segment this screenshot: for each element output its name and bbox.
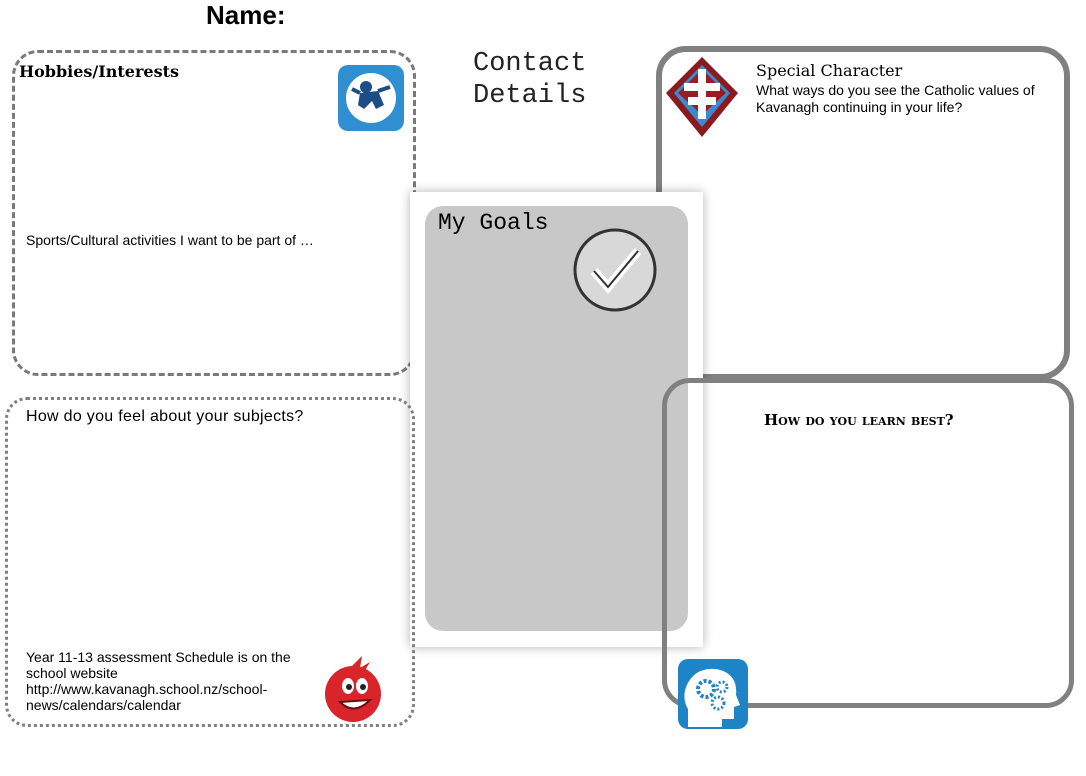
head-gears-icon [678, 659, 748, 729]
assessment-note: Year 11-13 assessment Schedule is on the… [26, 649, 326, 713]
learn-best-title: How do you learn best? [764, 411, 954, 429]
subjects-box [5, 397, 415, 727]
hobbies-title: Hobbies/Interests [19, 62, 179, 81]
assessment-link[interactable]: http://www.kavanagh.school.nz/school-new… [26, 681, 268, 713]
contact-line: Contact [473, 49, 587, 79]
contact-details-heading: Contact Details [473, 48, 586, 112]
learn-best-box [662, 378, 1074, 708]
special-character-question: What ways do you see the Catholic values… [756, 82, 1035, 115]
assessment-text: Year 11-13 assessment Schedule is on the… [26, 649, 291, 681]
subjects-question: How do you feel about your subjects? [26, 408, 304, 425]
contact-line: Details [473, 81, 587, 111]
red-mascot-icon [322, 656, 384, 724]
goals-title: My Goals [438, 210, 549, 236]
special-character-title: Special Character [756, 61, 903, 80]
school-crest-icon [664, 55, 740, 139]
checkmark-icon [570, 225, 660, 315]
name-label: Name: [206, 0, 286, 30]
sports-prompt: Sports/Cultural activities I want to be … [26, 232, 314, 248]
skydiver-icon [338, 65, 404, 131]
